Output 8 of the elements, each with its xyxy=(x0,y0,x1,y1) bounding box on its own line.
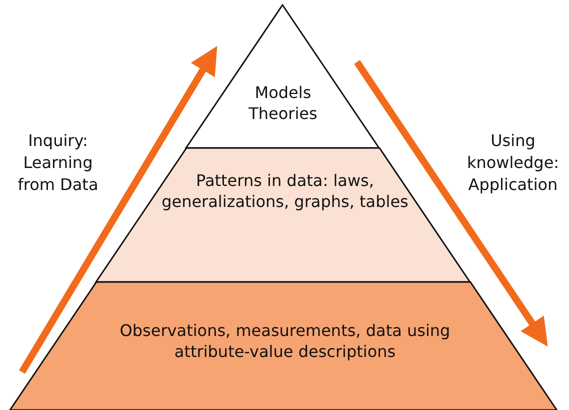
tier-text: Models Theories xyxy=(248,82,318,124)
process-label: Inquiry: Learning from Data xyxy=(16,130,100,196)
tier-text: Observations, measurements, data using attribute-value descriptions xyxy=(118,320,452,362)
tier-text: Patterns in data: laws, generalizations, graphs, tables xyxy=(160,170,410,212)
process-label: Using knowledge: Application xyxy=(466,130,560,196)
pyramid-tier xyxy=(186,5,380,148)
pyramid-tier xyxy=(96,148,470,282)
pyramid-tier xyxy=(10,282,556,410)
